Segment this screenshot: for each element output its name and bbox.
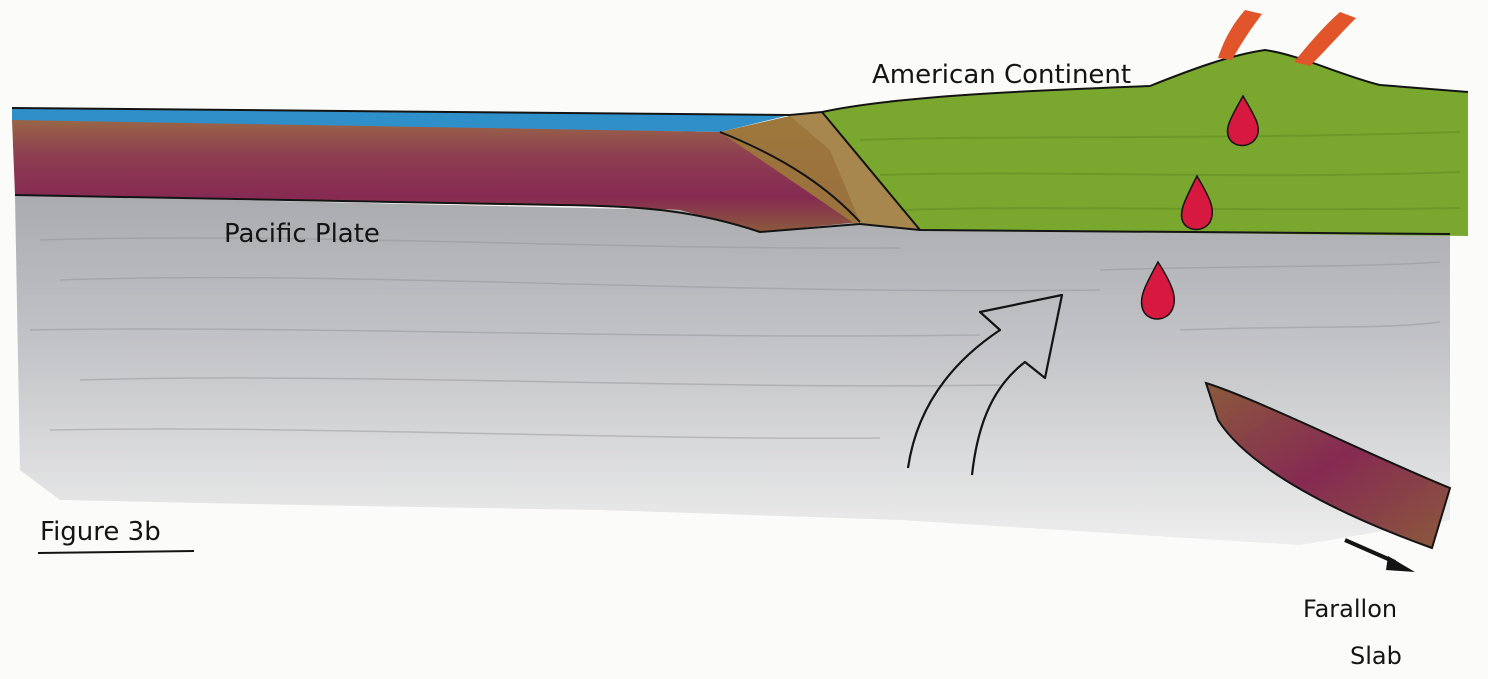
slab-motion-arrow-icon	[1345, 540, 1415, 572]
pacific-plate-label: Pacific Plate	[224, 219, 380, 249]
american-continent-label: American Continent	[872, 60, 1131, 90]
slab-label: Slab	[1350, 642, 1402, 670]
figure-caption: Figure 3b	[40, 517, 161, 547]
farallon-label: Farallon	[1303, 595, 1397, 623]
figure-caption-underline	[38, 551, 194, 553]
